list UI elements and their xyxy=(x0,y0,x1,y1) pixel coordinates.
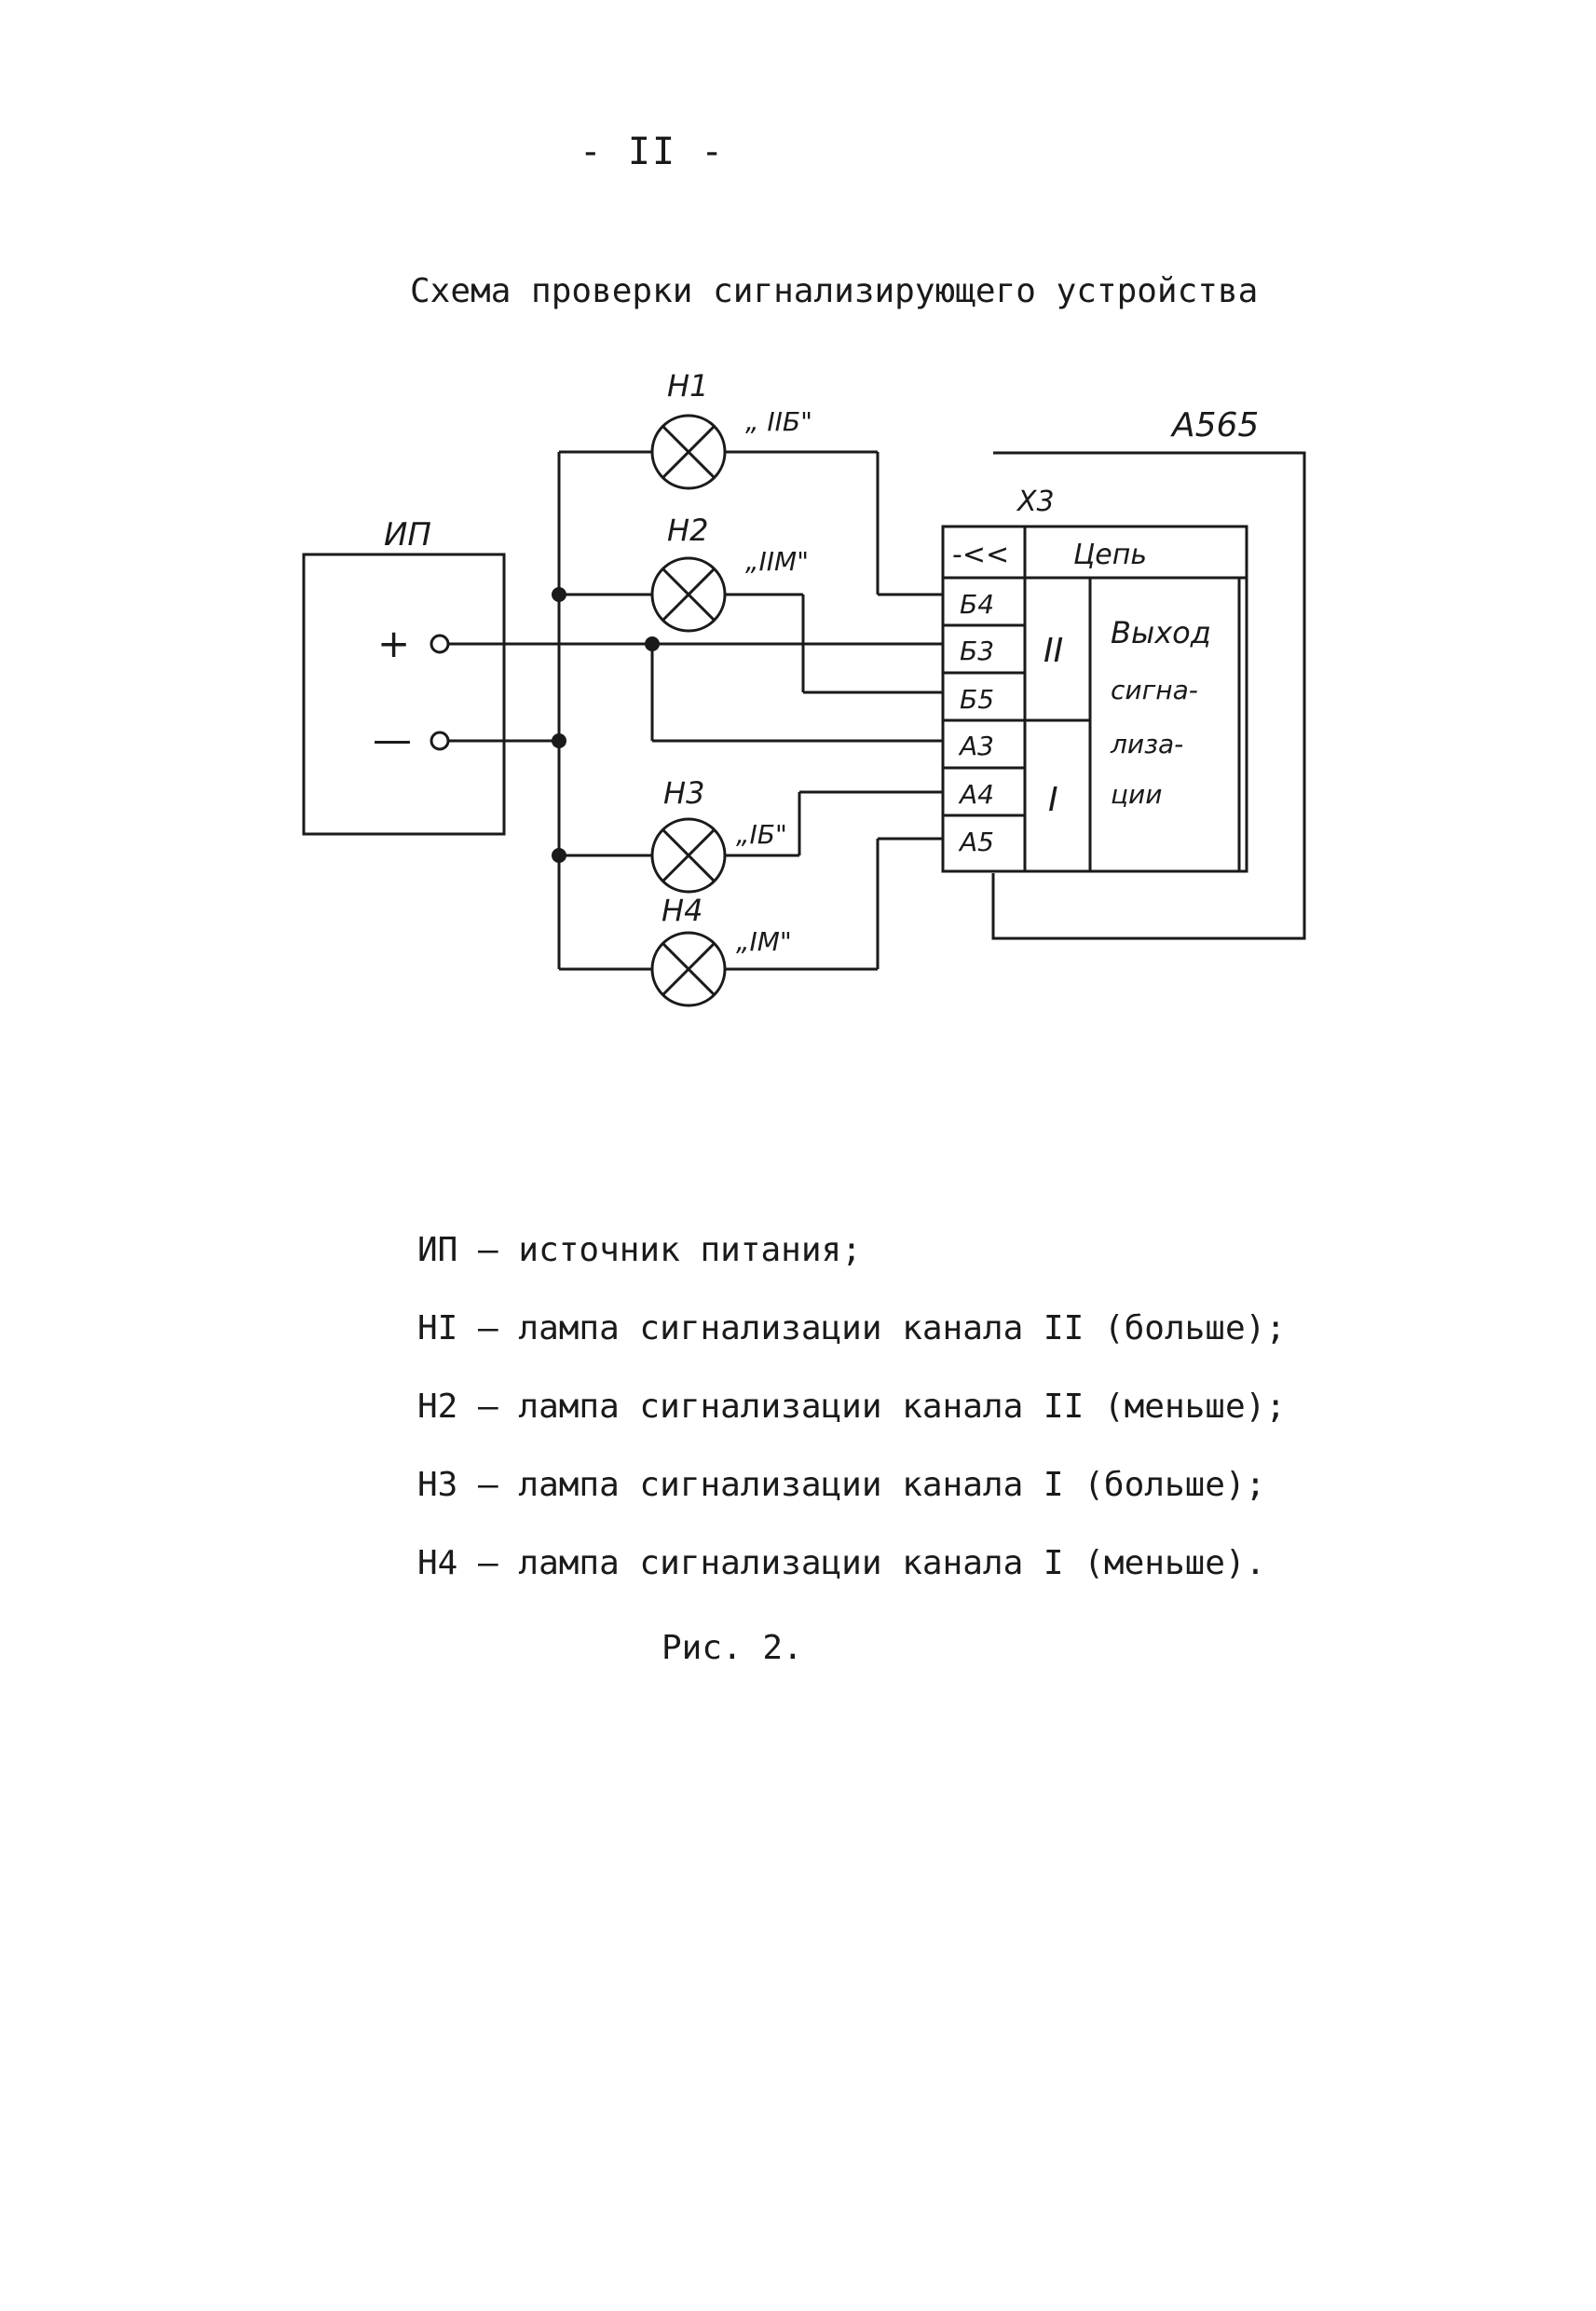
legend-row: Н2 – лампа сигнализации канала II (меньш… xyxy=(417,1388,1286,1426)
figure-label: Рис. 2. xyxy=(662,1629,803,1667)
lamp-h3-signal: „IБ" xyxy=(736,819,787,850)
legend-text: лампа сигнализации канала I (больше); xyxy=(518,1466,1266,1504)
channel-2-label: II xyxy=(1044,632,1063,670)
page-number: - II - xyxy=(579,130,726,173)
lamp-h2-symbol xyxy=(650,556,727,633)
minus-terminal xyxy=(430,731,450,751)
legend-code: Н2 xyxy=(417,1388,458,1426)
pin-b4: Б4 xyxy=(960,589,994,620)
legend-code: Н4 xyxy=(417,1544,458,1582)
legend-row: Н3 – лампа сигнализации канала I (больше… xyxy=(417,1466,1266,1504)
legend-code: НI xyxy=(417,1309,458,1347)
pin-a3: А3 xyxy=(958,731,994,761)
pin-b5: Б5 xyxy=(960,684,994,715)
lamp-h1-id: Н1 xyxy=(667,368,708,403)
purpose-line-2: сигна- xyxy=(1111,675,1198,705)
psu-plus-sign: + xyxy=(377,621,410,666)
device-table xyxy=(941,525,1248,873)
pin-a5: А5 xyxy=(958,827,994,857)
legend: ИП – источник питания; НI – лампа сигнал… xyxy=(417,1211,1286,1603)
circuit-diagram: ИП + — Н1 „ IIБ" Н2 „IIМ" Н3 „IБ" Н4 „IМ… xyxy=(302,368,1306,1007)
legend-text: лампа сигнализации канала II (больше); xyxy=(518,1309,1286,1347)
psu-label: ИП xyxy=(384,516,431,554)
purpose-line-1: Выход xyxy=(1111,615,1211,650)
connector-label: Х3 xyxy=(1016,485,1055,518)
lamp-h2-id: Н2 xyxy=(667,513,708,548)
channel-1-label: I xyxy=(1048,781,1058,819)
connector-header-symbol: -<< xyxy=(952,539,1009,571)
diagram-title: Схема проверки сигнализирующего устройст… xyxy=(410,272,1259,310)
legend-row: Н4 – лампа сигнализации канала I (меньше… xyxy=(417,1544,1266,1582)
device-frame xyxy=(991,451,1306,940)
circuit-header: Цепь xyxy=(1073,539,1147,571)
lamp-h3-id: Н3 xyxy=(663,775,704,811)
purpose-line-4: ции xyxy=(1111,779,1162,810)
psu-minus-sign: — xyxy=(373,717,412,762)
device-label: А565 xyxy=(1170,406,1259,444)
legend-row: НI – лампа сигнализации канала II (больш… xyxy=(417,1309,1286,1347)
junction-dots xyxy=(552,587,660,863)
psu-box xyxy=(302,553,506,836)
lamp-h2-signal: „IIМ" xyxy=(745,546,809,577)
lamp-h4-signal: „IМ" xyxy=(736,926,792,957)
legend-code: ИП xyxy=(417,1231,458,1269)
lamp-h1-symbol xyxy=(650,414,727,490)
legend-text: лампа сигнализации канала II (меньше); xyxy=(518,1388,1286,1426)
legend-code: Н3 xyxy=(417,1466,458,1504)
legend-text: лампа сигнализации канала I (меньше). xyxy=(518,1544,1266,1582)
legend-text: источник питания; xyxy=(518,1231,862,1269)
lamp-h3-symbol xyxy=(650,817,727,894)
lamp-h4-symbol xyxy=(650,931,727,1007)
purpose-line-3: лиза- xyxy=(1110,729,1183,759)
lamp-h1-signal: „ IIБ" xyxy=(745,406,812,437)
legend-row: ИП – источник питания; xyxy=(417,1231,862,1269)
pin-b3: Б3 xyxy=(960,636,994,666)
lamp-h4-id: Н4 xyxy=(662,893,703,928)
plus-terminal xyxy=(430,634,450,654)
pin-a4: А4 xyxy=(958,779,994,810)
